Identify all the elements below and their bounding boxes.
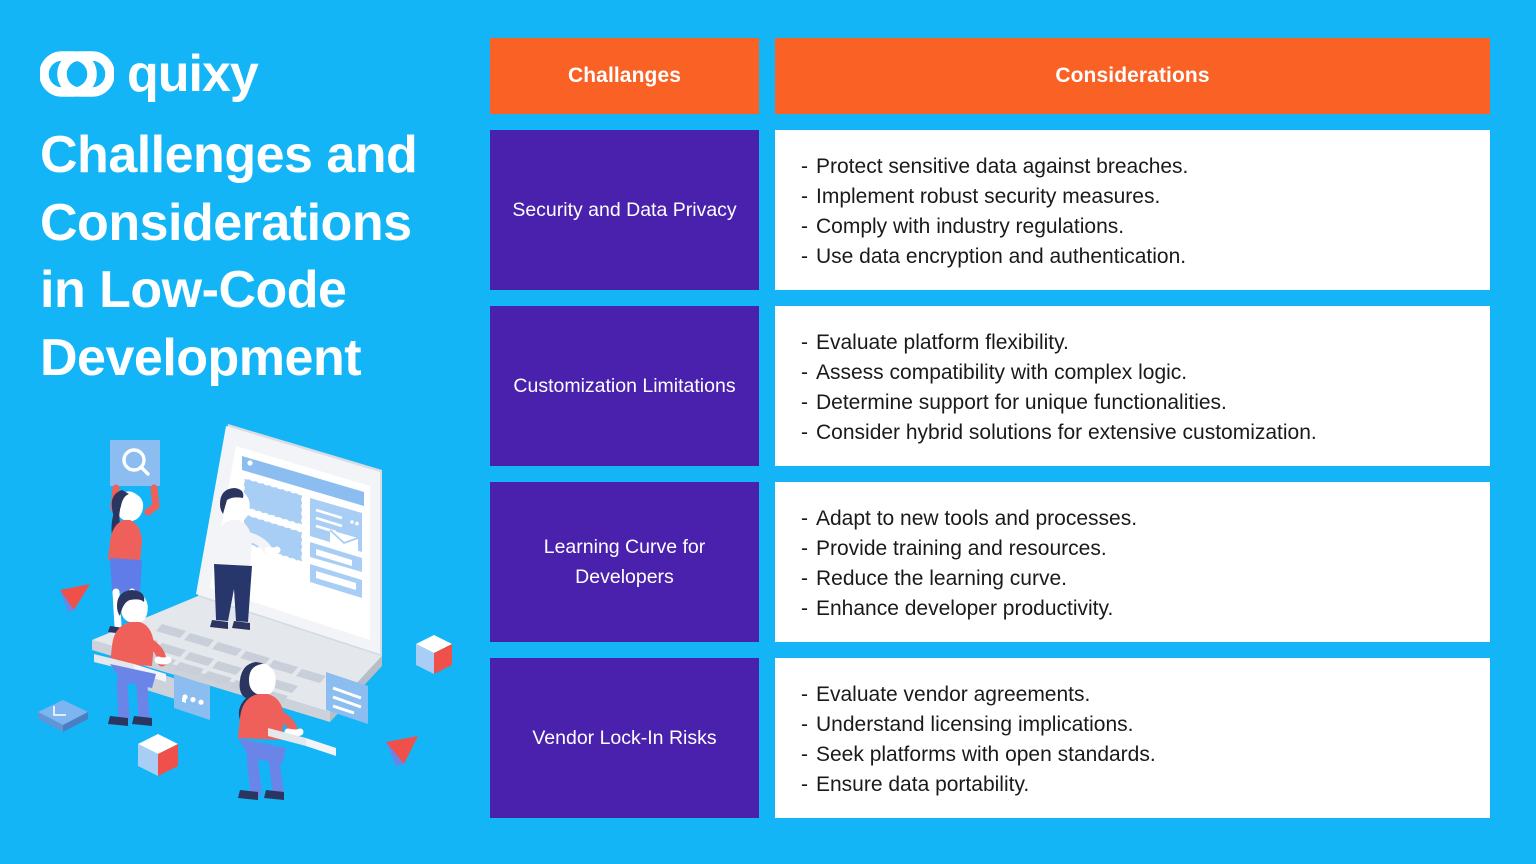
list-item: - Implement robust security measures. [801,182,1464,212]
table-row: Security and Data Privacy - Protect sens… [490,130,1490,290]
table-row: Customization Limitations - Evaluate pla… [490,306,1490,466]
brand-wordmark: quixy [127,45,259,103]
list-item: - Enhance developer productivity. [801,594,1464,624]
list-item: - Ensure data portability. [801,770,1464,800]
list-item: - Seek platforms with open standards. [801,740,1464,770]
blue-diamond-shape [38,700,88,732]
bullet-dash: - [801,507,808,530]
considerations-list: - Evaluate vendor agreements. - Understa… [775,658,1490,818]
red-blue-triangle-top [60,584,90,612]
list-item: - Provide training and resources. [801,534,1464,564]
page-title: Challenges and Considerations in Low-Cod… [40,126,418,387]
challenge-label: Vendor Lock-In Risks [490,658,759,818]
list-item-text: Ensure data portability. [816,773,1030,797]
red-white-cube-right [416,635,452,674]
considerations-list: - Adapt to new tools and processes. - Pr… [775,482,1490,642]
list-item: - Use data encryption and authentication… [801,242,1464,272]
list-item-text: Evaluate vendor agreements. [816,683,1091,706]
list-item-text: Reduce the learning curve. [816,567,1067,591]
bullet-dash: - [801,567,808,591]
bullet-dash: - [801,391,808,415]
considerations-list: - Evaluate platform flexibility. - Asses… [775,306,1490,466]
challenge-label: Learning Curve for Developers [490,482,759,642]
bullet-dash: - [801,421,808,445]
column-header-considerations: Considerations [775,38,1490,114]
list-item: - Determine support for unique functiona… [801,388,1464,418]
list-item-text: Enhance developer productivity. [816,597,1114,621]
person-seated-right-with-laptop [238,662,336,800]
chat-bubble-card [174,674,210,720]
bullet-dash: - [801,155,808,178]
list-item: - Consider hybrid solutions for extensiv… [801,418,1464,448]
list-item-text: Determine support for unique functionali… [816,391,1227,415]
list-item-text: Understand licensing implications. [816,713,1134,737]
bullet-dash: - [801,537,808,561]
bullet-dash: - [801,743,808,767]
list-item: - Evaluate vendor agreements. [801,680,1464,710]
list-item-text: Seek platforms with open standards. [816,743,1156,767]
table-header-row: Challanges Considerations [490,38,1490,114]
text-lines-card [326,672,368,724]
list-item: - Reduce the learning curve. [801,564,1464,594]
list-item: - Protect sensitive data against breache… [801,152,1464,182]
bullet-dash: - [801,361,808,385]
quixy-infinity-loop-logo-icon [40,51,114,97]
list-item-text: Consider hybrid solutions for extensive … [816,421,1317,445]
bullet-dash: - [801,773,808,797]
left-panel: quixy Challenges and Considerations in L… [0,0,490,864]
red-blue-triangle-bottom [386,736,418,766]
brand-logo: quixy [40,45,259,103]
person-seated-left-with-laptop [94,590,172,726]
bullet-dash: - [801,331,808,354]
list-item-text: Use data encryption and authentication. [816,245,1187,269]
considerations-list: - Protect sensitive data against breache… [775,130,1490,290]
list-item: - Evaluate platform flexibility. [801,328,1464,358]
bullet-dash: - [801,245,808,269]
red-white-cube-bottom [138,734,178,776]
bullet-dash: - [801,215,808,239]
table-row: Vendor Lock-In Risks - Evaluate vendor a… [490,658,1490,818]
list-item-text: Protect sensitive data against breaches. [816,155,1189,178]
challenges-considerations-table: Challanges Considerations Security and D… [490,38,1490,818]
list-item: - Adapt to new tools and processes. [801,504,1464,534]
list-item-text: Provide training and resources. [816,537,1107,561]
list-item-text: Adapt to new tools and processes. [816,507,1138,530]
bullet-dash: - [801,683,808,706]
person-standing-on-keyboard [210,488,281,630]
challenge-label: Security and Data Privacy [490,130,759,290]
challenge-label: Customization Limitations [490,306,759,466]
list-item-text: Implement robust security measures. [816,185,1161,209]
list-item: - Understand licensing implications. [801,710,1464,740]
column-header-challenges: Challanges [490,38,759,114]
bullet-dash: - [801,185,808,209]
list-item: - Comply with industry regulations. [801,212,1464,242]
envelope-icon [329,529,359,556]
bullet-dash: - [801,597,808,621]
isometric-laptop-team-collaboration-illustration [30,412,480,822]
list-item-text: Evaluate platform flexibility. [816,331,1069,354]
table-row: Learning Curve for Developers - Adapt to… [490,482,1490,642]
bullet-dash: - [801,713,808,737]
list-item-text: Comply with industry regulations. [816,215,1125,239]
list-item: - Assess compatibility with complex logi… [801,358,1464,388]
list-item-text: Assess compatibility with complex logic. [816,361,1188,385]
